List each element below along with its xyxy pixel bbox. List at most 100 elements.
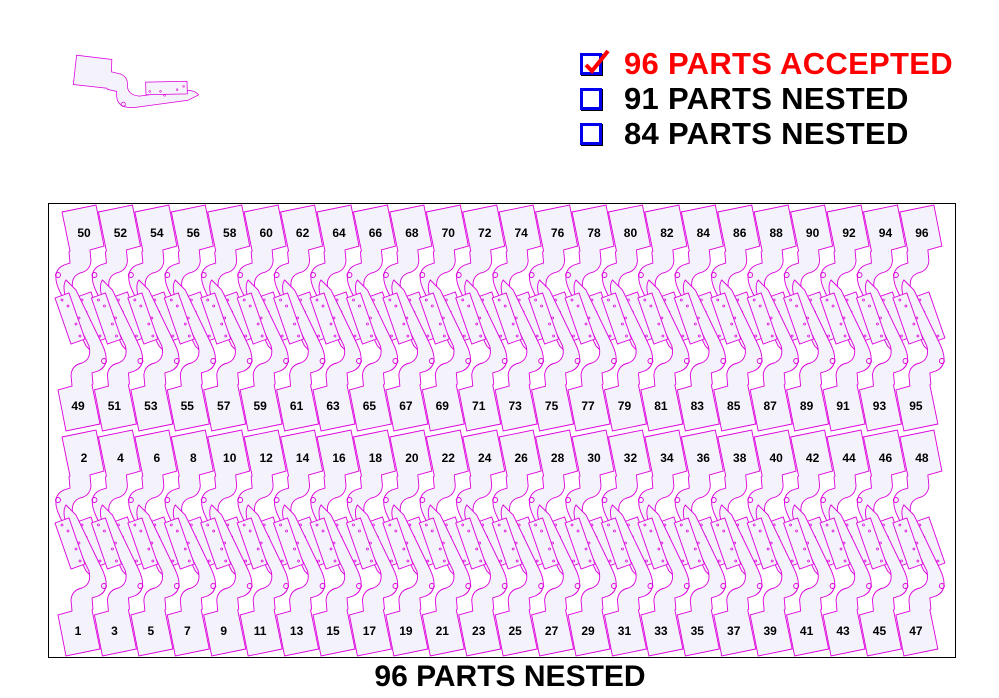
part-plate bbox=[273, 517, 305, 570]
part-number-label: 68 bbox=[405, 226, 419, 240]
rivet-hole bbox=[936, 559, 940, 563]
rivet-hole bbox=[900, 334, 903, 338]
rivet-hole bbox=[147, 322, 151, 326]
rivet-hole bbox=[151, 559, 155, 563]
rivet-hole bbox=[624, 541, 627, 545]
part-plate bbox=[746, 292, 778, 345]
part-number-label: 22 bbox=[442, 451, 456, 465]
option-91-nested[interactable]: 91 PARTS NESTED bbox=[580, 81, 953, 116]
part-plate bbox=[309, 292, 341, 345]
rivet-hole bbox=[789, 298, 792, 302]
rivet-hole bbox=[584, 547, 588, 551]
rivet-hole bbox=[296, 316, 299, 320]
hole-icon bbox=[492, 272, 499, 278]
rivet-hole bbox=[900, 559, 903, 563]
part-number-label: 34 bbox=[660, 451, 674, 465]
rivet-hole bbox=[716, 298, 720, 302]
hole-icon bbox=[574, 358, 581, 364]
rivet-hole bbox=[868, 304, 871, 308]
part-number-label: 8 bbox=[190, 451, 197, 465]
checkbox-checked[interactable] bbox=[580, 49, 610, 75]
hole-icon bbox=[101, 358, 107, 364]
part-number-label: 15 bbox=[326, 624, 340, 638]
part-plate bbox=[145, 80, 188, 96]
part-number-label: 3 bbox=[111, 624, 118, 638]
rivet-hole bbox=[503, 304, 507, 308]
rivet-hole bbox=[77, 316, 81, 320]
hole-icon bbox=[173, 583, 180, 589]
nested-part bbox=[90, 504, 144, 657]
part-number-label: 42 bbox=[806, 451, 820, 465]
part-number-label: 41 bbox=[800, 624, 814, 638]
rivet-hole bbox=[503, 529, 507, 533]
hole-icon bbox=[938, 358, 945, 364]
rivet-hole bbox=[135, 334, 138, 338]
rivet-hole bbox=[936, 334, 940, 338]
rivet-hole bbox=[139, 304, 143, 308]
rivet-hole bbox=[862, 523, 865, 527]
rivet-hole bbox=[187, 559, 191, 563]
nested-part bbox=[600, 279, 654, 432]
hole-icon bbox=[747, 497, 754, 503]
rivet-hole bbox=[514, 316, 518, 320]
rivet-hole bbox=[879, 316, 882, 320]
hole-icon bbox=[127, 272, 134, 278]
rivet-hole bbox=[839, 547, 843, 551]
part-plate bbox=[163, 292, 195, 345]
rivet-hole bbox=[353, 334, 357, 338]
rivet-hole bbox=[572, 559, 575, 563]
part-number-label: 78 bbox=[587, 226, 601, 240]
rivet-hole bbox=[438, 322, 442, 326]
part-number-label: 28 bbox=[551, 451, 565, 465]
part-plate bbox=[455, 292, 487, 345]
hole-icon bbox=[120, 101, 126, 107]
rivet-hole bbox=[685, 304, 689, 308]
hole-icon bbox=[419, 497, 426, 503]
rivet-hole bbox=[242, 298, 246, 302]
rivet-hole bbox=[442, 334, 446, 338]
part-number-label: 26 bbox=[514, 451, 528, 465]
part-number-label: 71 bbox=[472, 399, 486, 413]
rivet-hole bbox=[540, 304, 543, 308]
part-number-label: 11 bbox=[254, 624, 267, 638]
part-plate bbox=[127, 517, 159, 570]
rivet-hole bbox=[183, 322, 187, 326]
part-number-label: 40 bbox=[769, 451, 783, 465]
rivet-hole bbox=[607, 523, 610, 527]
checkbox-unchecked[interactable] bbox=[580, 122, 602, 145]
rivet-hole bbox=[880, 559, 883, 563]
part-number-label: 44 bbox=[842, 451, 856, 465]
rivet-hole bbox=[643, 298, 647, 302]
hole-icon bbox=[319, 583, 326, 589]
rivet-hole bbox=[831, 304, 835, 308]
nested-part bbox=[309, 279, 362, 432]
hole-icon bbox=[465, 358, 472, 364]
part-number-label: 72 bbox=[478, 226, 492, 240]
part-plate bbox=[564, 292, 596, 345]
nested-part bbox=[163, 504, 217, 657]
rivet-hole bbox=[321, 304, 325, 308]
part-number-label: 65 bbox=[363, 399, 377, 413]
rivet-hole bbox=[186, 541, 190, 545]
checkbox-unchecked[interactable] bbox=[580, 87, 602, 110]
part-plate bbox=[382, 292, 414, 345]
rivet-hole bbox=[260, 334, 264, 338]
part-number-label: 43 bbox=[836, 624, 850, 638]
hole-icon bbox=[210, 358, 217, 364]
part-number-label: 52 bbox=[114, 226, 128, 240]
hole-icon bbox=[866, 583, 872, 589]
part-plate bbox=[746, 517, 778, 570]
nested-part bbox=[637, 279, 690, 432]
hole-icon bbox=[237, 272, 244, 278]
option-84-nested[interactable]: 84 PARTS NESTED bbox=[580, 116, 953, 151]
rivet-hole bbox=[608, 334, 612, 338]
rivet-hole bbox=[831, 529, 835, 533]
rivet-hole bbox=[693, 322, 697, 326]
rivet-hole bbox=[733, 541, 737, 545]
part-number-label: 58 bbox=[223, 226, 237, 240]
part-number-label: 79 bbox=[618, 399, 632, 413]
rivet-hole bbox=[114, 316, 117, 320]
rivet-hole bbox=[842, 541, 846, 545]
option-96-accepted[interactable]: 96 PARTS ACCEPTED bbox=[580, 46, 953, 81]
nested-part bbox=[309, 504, 362, 657]
